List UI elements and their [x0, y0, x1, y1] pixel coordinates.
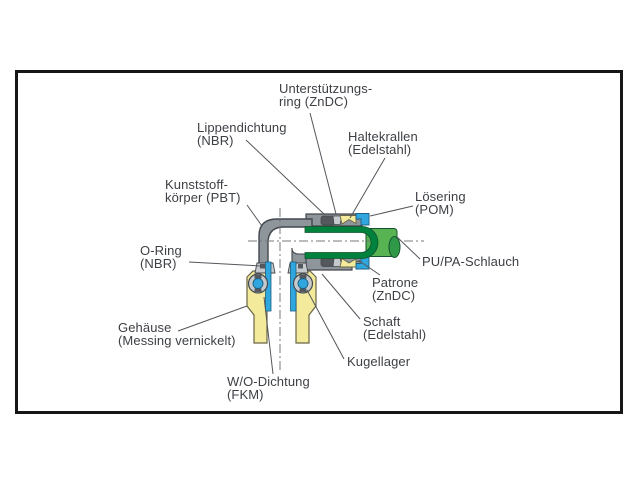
leader-haltekrallen: [349, 157, 386, 219]
schlauch-tube-end-face: [388, 236, 401, 258]
label-line: (Edelstahl): [363, 327, 427, 342]
label-line: Haltekrallen: [348, 129, 418, 144]
label-unterstuetzungsring: Unterstützungs- ring (ZnDC): [279, 82, 372, 108]
label-line: O-Ring: [140, 243, 182, 258]
centerlines: [248, 208, 424, 371]
label-line: Lösering: [415, 189, 466, 204]
label-gehaeuse: Gehäuse (Messing vernickelt): [118, 321, 236, 347]
label-line: Patrone: [372, 275, 419, 290]
label-pupa-schlauch: PU/PA-Schlauch: [422, 255, 519, 268]
leader-patrone: [357, 259, 381, 276]
label-kugellager: Kugellager: [347, 355, 410, 368]
oring-right-shape: [298, 264, 303, 269]
border-frame: [15, 70, 623, 414]
label-schaft: Schaft (Edelstahl): [363, 315, 426, 341]
label-line: W/O-Dichtung: [227, 374, 310, 389]
label-lippendichtung: Lippendichtung (NBR): [197, 121, 287, 147]
label-line: (NBR): [140, 256, 177, 271]
label-line: Kugellager: [347, 354, 411, 369]
unterstuetzungsring-top-shape: [332, 215, 343, 225]
label-line: (FKM): [227, 387, 264, 402]
label-line: Kunststoff-: [165, 177, 229, 192]
leader-loesering: [369, 205, 414, 217]
label-haltekrallen: Haltekrallen (Edelstahl): [348, 130, 418, 156]
leader-gehaeuse: [177, 305, 248, 332]
leader-wo-dichtung: [263, 296, 274, 375]
bore-corner-shape: [291, 247, 307, 265]
label-line: ring (ZnDC): [279, 94, 348, 109]
label-line: (POM): [415, 202, 454, 217]
label-kunststoffkoerper: Kunststoff- körper (PBT): [165, 178, 241, 204]
leader-pupa-schlauch: [396, 236, 421, 260]
kugellager-bearing-right: [292, 273, 314, 294]
label-oring: O-Ring (NBR): [140, 244, 182, 270]
oring-left-shape: [260, 264, 265, 269]
leader-unterstuetzungsring: [309, 112, 337, 215]
kugellager-bearing-left: [247, 273, 269, 294]
label-line: (Edelstahl): [348, 142, 412, 157]
haltekrallen-bottom-shape: [339, 257, 357, 268]
leader-kugellager: [306, 289, 345, 360]
leader-lippendichtung: [245, 139, 326, 216]
leader-oring: [188, 261, 262, 267]
label-loesering: Lösering (POM): [415, 190, 466, 216]
label-line: PU/PA-Schlauch: [422, 254, 520, 269]
leader-kunststoffkoerper: [246, 204, 263, 227]
leader-schaft: [321, 273, 361, 320]
label-line: (NBR): [197, 133, 234, 148]
label-wo-dichtung: W/O-Dichtung (FKM): [227, 375, 310, 401]
label-patrone: Patrone (ZnDC): [372, 276, 418, 302]
schlauch-tube-wall-shape: [304, 226, 379, 259]
label-line: Lippendichtung: [197, 120, 287, 135]
label-line: Schaft: [363, 314, 401, 329]
label-line: körper (PBT): [165, 190, 241, 205]
leader-lines: [177, 112, 421, 375]
label-line: (Messing vernickelt): [118, 333, 236, 348]
label-line: (ZnDC): [372, 288, 416, 303]
label-line: Gehäuse: [118, 320, 172, 335]
label-line: Unterstützungs-: [279, 81, 373, 96]
loesering-top-shape: [355, 213, 370, 226]
haltekrallen-top-shape: [339, 215, 357, 225]
